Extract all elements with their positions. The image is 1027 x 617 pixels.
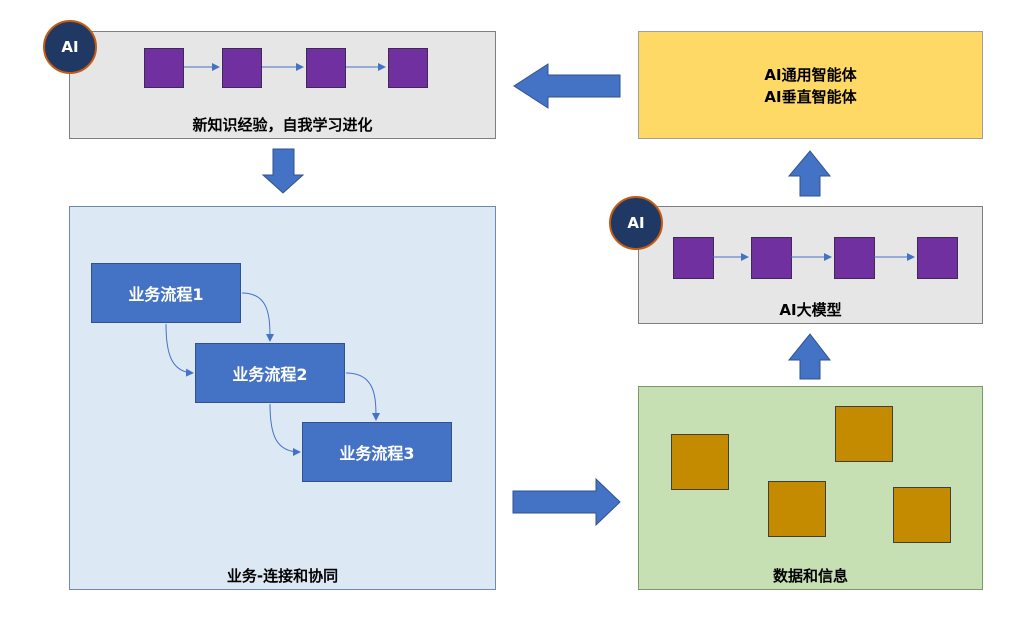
model-ai-badge: AI [609,196,663,250]
model-node-3 [834,237,875,279]
model-node-1 [673,237,714,279]
process-box-2: 业务流程2 [195,343,345,403]
evolution-node-2 [222,48,262,88]
model-panel: AI大模型 [638,206,983,324]
evolution-node-1 [144,48,184,88]
business-label: 业务-连接和协同 [226,567,339,585]
arrow-left-icon [513,63,621,109]
arrow-down-icon [261,148,305,194]
evolution-label: 新知识经验，自我学习进化 [192,116,373,134]
data-block-2 [835,406,893,462]
process-connector-2-right [345,372,380,421]
arrow-right-icon [512,477,621,527]
process-connector-2-left [269,403,301,456]
arrow-up-icon-1 [787,333,832,380]
data-block-3 [768,481,826,537]
process-connector-1-left [165,323,194,377]
data-block-1 [671,434,729,490]
data-block-4 [893,487,951,543]
agents-panel: AI通用智能体 AI垂直智能体 [638,31,983,139]
evolution-panel: 新知识经验，自我学习进化 [69,31,496,139]
data-panel: 数据和信息 [638,386,983,590]
agents-label-general: AI通用智能体 [764,66,857,84]
model-label: AI大模型 [779,301,842,319]
process-connector-1-right [241,292,274,342]
arrow-up-icon-2 [787,150,832,197]
evolution-ai-badge: AI [43,20,97,74]
model-node-2 [751,237,792,279]
evolution-node-3 [306,48,346,88]
data-label: 数据和信息 [772,567,848,585]
process-box-1: 业务流程1 [91,263,241,323]
evolution-node-4 [388,48,428,88]
model-node-4 [917,237,958,279]
agents-label-vertical: AI垂直智能体 [764,88,857,106]
process-box-3: 业务流程3 [302,422,452,482]
